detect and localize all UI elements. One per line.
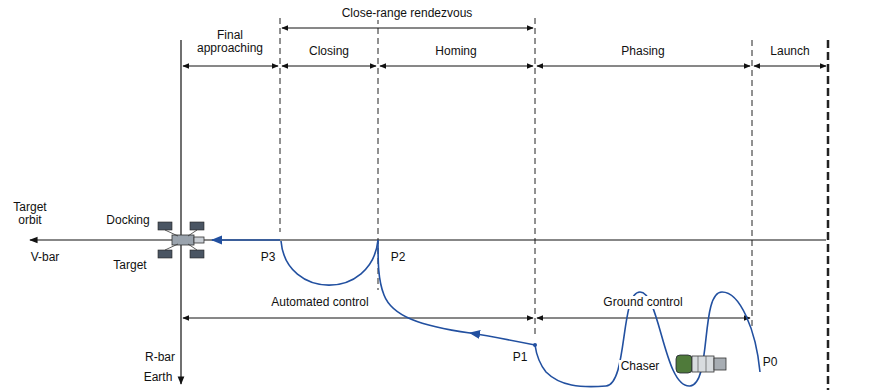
chaser-spacecraft <box>676 355 726 373</box>
phase-boundaries <box>280 18 752 338</box>
control-label: Ground control <box>601 296 684 309</box>
r-bar-axis <box>180 40 181 384</box>
point-label: P2 <box>389 251 408 264</box>
axis-label: R-bar <box>143 351 177 364</box>
point-label: P0 <box>761 356 780 369</box>
part-label: Docking <box>104 214 151 227</box>
point-label: P3 <box>259 251 278 264</box>
phase-label: Closing <box>307 45 351 58</box>
axis-label: V-bar <box>29 251 62 264</box>
axis-label: Earth <box>142 371 175 384</box>
point-label: P1 <box>511 351 530 364</box>
target-spacecraft <box>158 222 204 258</box>
part-label: Chaser <box>619 360 662 373</box>
phase-label: Final approaching <box>188 29 272 55</box>
v-bar-axis <box>30 239 826 240</box>
phase-label: Homing <box>433 45 478 58</box>
control-label: Automated control <box>269 296 370 309</box>
phase-span-arrows <box>183 28 826 318</box>
phase-label: Launch <box>768 45 811 58</box>
span-label: Close-range rendezvous <box>340 7 475 20</box>
chaser-trajectory <box>212 240 760 387</box>
point-p1 <box>533 343 537 347</box>
launch-boundary <box>827 40 830 390</box>
phase-label: Phasing <box>619 45 666 58</box>
part-label: Target <box>111 259 148 272</box>
axis-label: Target orbit <box>3 201 57 227</box>
